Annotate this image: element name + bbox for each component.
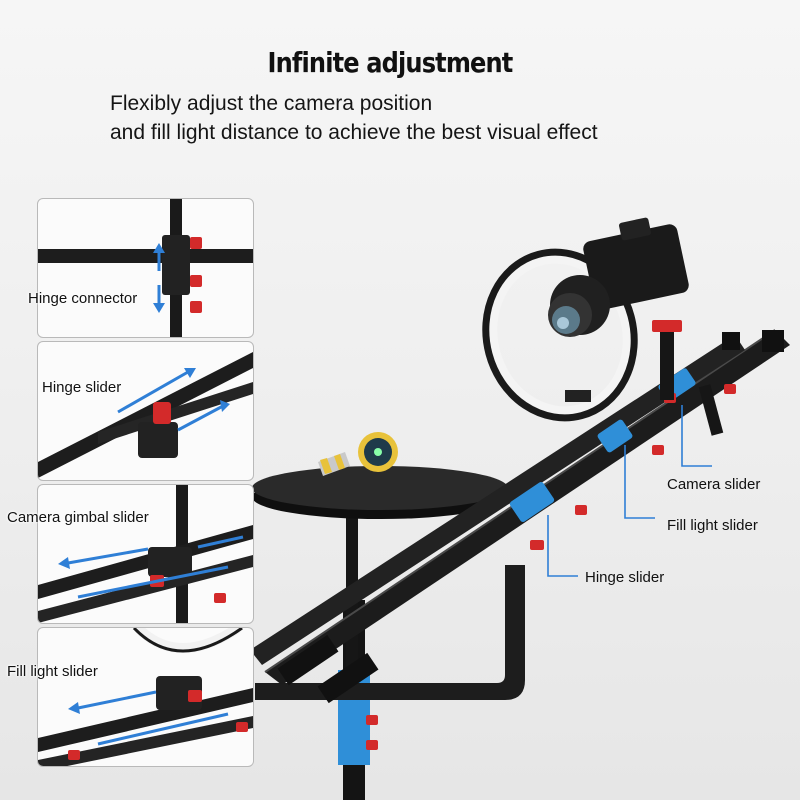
red-knob bbox=[366, 715, 378, 725]
rail-end-block bbox=[317, 652, 379, 704]
panel-label-fill-light-slider: Fill light slider bbox=[7, 663, 98, 680]
detail-panel-hinge-connector bbox=[37, 198, 254, 338]
red-knob bbox=[530, 540, 544, 550]
callout-line-fill-light bbox=[624, 445, 655, 519]
ring-light bbox=[482, 248, 638, 422]
camera-mount-knob bbox=[652, 320, 682, 332]
callout-line-hinge bbox=[547, 515, 578, 577]
detail-panel-fill-light-slider bbox=[37, 627, 254, 767]
camera-gimbal-slider-illustration bbox=[38, 485, 253, 623]
detail-panel-hinge-slider bbox=[37, 341, 254, 481]
callout-camera-slider: Camera slider bbox=[667, 476, 761, 493]
hinge-slider-block bbox=[509, 482, 555, 522]
round-table-top bbox=[252, 466, 508, 510]
rail-end-cap bbox=[762, 330, 784, 352]
rail-end-cap bbox=[722, 332, 740, 350]
callout-hinge-slider: Hinge slider bbox=[585, 569, 665, 586]
fill-light-slider-block bbox=[597, 419, 633, 453]
main-rail-back bbox=[250, 335, 745, 665]
l-bracket bbox=[255, 565, 525, 700]
callout-line-camera bbox=[681, 405, 712, 467]
panel-label-camera-gimbal-slider: Camera gimbal slider bbox=[7, 509, 149, 526]
camera-post bbox=[660, 320, 674, 400]
panel-label-hinge-slider: Hinge slider bbox=[42, 379, 122, 396]
red-knob bbox=[366, 740, 378, 750]
red-knob bbox=[724, 384, 736, 394]
fill-light-slider-illustration bbox=[38, 628, 253, 766]
camera bbox=[548, 217, 689, 337]
page-title: Infinite adjustment bbox=[267, 46, 514, 79]
watch bbox=[318, 432, 398, 476]
camera-post-lower bbox=[698, 384, 724, 436]
red-knob bbox=[575, 505, 587, 515]
rail-end-block bbox=[277, 634, 339, 686]
red-knob bbox=[652, 445, 664, 455]
hinge-slider-illustration bbox=[38, 352, 253, 478]
hinge-connector-illustration bbox=[38, 199, 253, 337]
detail-panel-camera-gimbal-slider bbox=[37, 484, 254, 624]
panel-label-hinge-connector: Hinge connector bbox=[28, 290, 138, 307]
subtitle-line-1: Flexibly adjust the camera position bbox=[110, 92, 433, 115]
callout-fill-light-slider: Fill light slider bbox=[667, 517, 758, 534]
subtitle-line-2: and fill light distance to achieve the b… bbox=[110, 121, 598, 144]
